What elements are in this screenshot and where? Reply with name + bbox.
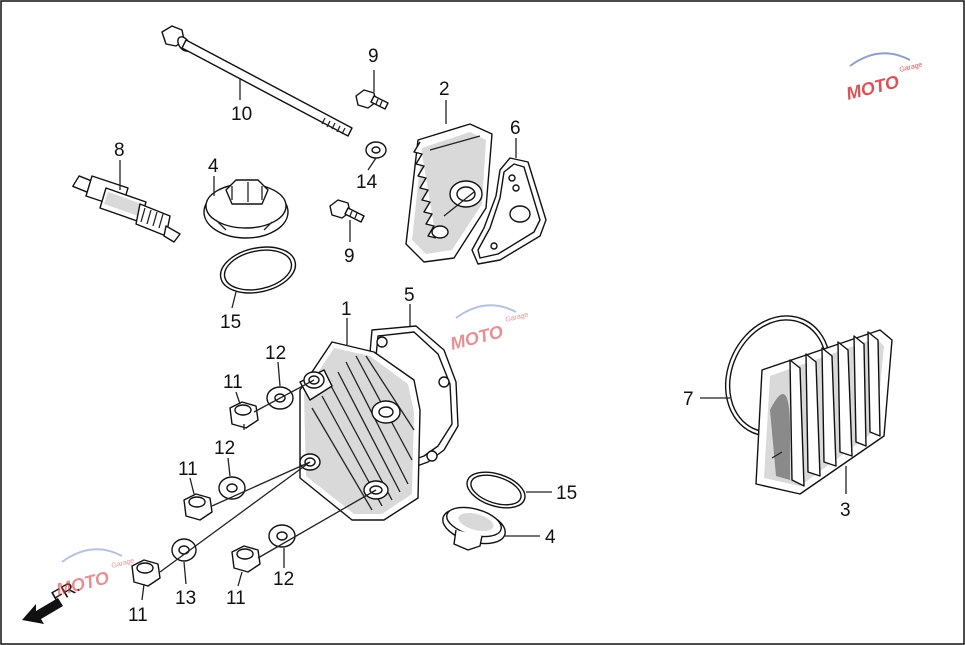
gasket-part-6 (471, 157, 547, 265)
alignment-lines (159, 379, 377, 573)
bolt-part-9-upper (355, 89, 389, 110)
callout-15-lower: 15 (556, 483, 577, 504)
cylinder-part-3 (755, 329, 893, 495)
callout-12-c: 12 (273, 569, 294, 590)
oring-part-15-lower (466, 471, 526, 509)
callout-1: 1 (341, 299, 352, 320)
callout-4-lower: 4 (545, 527, 556, 548)
callout-11-c: 11 (128, 605, 148, 626)
spark-plug-part-8 (72, 175, 181, 243)
callout-12-b: 12 (214, 438, 235, 459)
washer-part-13 (171, 538, 197, 562)
watermark-center: MOTO Garage (448, 304, 529, 354)
cap-part-4-lower (442, 506, 506, 551)
watermark-logo-text-2: MOTO (448, 321, 505, 353)
callout-7: 7 (683, 389, 694, 410)
callout-11-b: 11 (178, 459, 198, 480)
nut-part-11-a (229, 401, 259, 430)
nut-part-11-b (183, 493, 213, 521)
cylinder-head-part-1 (299, 341, 421, 521)
callout-15-upper: 15 (220, 312, 241, 333)
callout-11-a: 11 (223, 372, 243, 393)
washer-part-14 (365, 141, 387, 159)
callout-3: 3 (840, 500, 851, 521)
callout-9-lower: 9 (344, 246, 355, 267)
callout-11-d: 11 (226, 588, 246, 609)
callout-5: 5 (404, 285, 415, 306)
long-bolt-part-10 (161, 25, 353, 137)
washer-part-12-b (218, 476, 246, 500)
oring-part-15-upper (219, 246, 297, 294)
watermark-top-right: MOTO Garage (844, 52, 923, 104)
callout-10: 10 (231, 104, 252, 125)
watermark-logo-subtext-2: Garage (505, 311, 529, 323)
side-cover-part-2 (405, 123, 493, 263)
callout-4-upper: 4 (208, 156, 219, 177)
callout-8: 8 (114, 140, 125, 161)
nut-part-11-d (231, 545, 261, 573)
callout-labels: 10 9 2 6 8 4 14 9 15 1 5 12 11 12 11 15 … (114, 46, 851, 626)
callout-12-a: 12 (265, 343, 286, 364)
callout-9-upper: 9 (368, 46, 379, 67)
callout-2: 2 (439, 79, 450, 100)
nut-part-11-c (131, 559, 161, 587)
front-arrow-icon (22, 598, 63, 624)
bolt-part-9-lower (329, 199, 365, 223)
cap-part-4-upper (203, 179, 289, 239)
callout-13: 13 (175, 588, 196, 609)
watermark-logo-subtext: Garage (899, 61, 923, 73)
watermark-bottom-left: MOTO Garage (54, 548, 135, 600)
callout-6: 6 (510, 118, 521, 139)
watermark-logo-text-3: MOTO (54, 567, 111, 599)
callout-14: 14 (356, 172, 378, 193)
watermark-logo-text: MOTO (844, 71, 901, 103)
leader-lines (119, 70, 847, 601)
